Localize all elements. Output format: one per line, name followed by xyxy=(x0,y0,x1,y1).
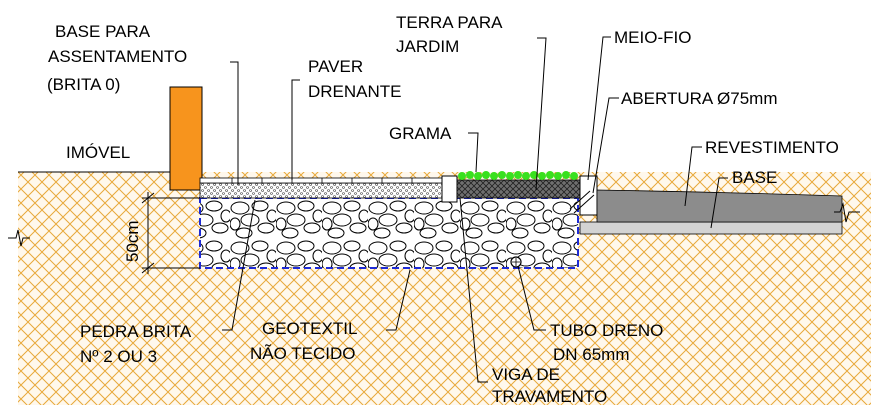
label-pedra-brita-1: PEDRA BRITA xyxy=(80,322,192,341)
left-break-line xyxy=(8,229,30,247)
label-meio-fio: MEIO-FIO xyxy=(614,28,691,47)
label-base-assentamento-1: BASE PARA xyxy=(55,22,151,41)
label-pedra-brita-2: Nº 2 OU 3 xyxy=(80,347,157,366)
right-break-line xyxy=(834,202,860,223)
bedding-gravel xyxy=(199,182,443,199)
garden-soil xyxy=(456,179,581,199)
paver-joints xyxy=(231,178,413,183)
label-viga-2: TRAVAMENTO xyxy=(492,387,607,405)
label-terra-1: TERRA PARA xyxy=(396,13,503,32)
grass-layer xyxy=(458,171,578,180)
dimension-label: 50cm xyxy=(123,220,142,262)
label-terra-2: JARDIM xyxy=(396,37,459,56)
label-revestimento: REVESTIMENTO xyxy=(705,138,839,157)
label-geotextil-2: NÃO TECIDO xyxy=(250,344,355,363)
label-tubo-dreno-1: TUBO DRENO xyxy=(550,321,663,340)
leader-lines xyxy=(222,36,728,383)
restraint-beam xyxy=(441,175,458,203)
label-abertura: ABERTURA Ø75mm xyxy=(621,89,778,108)
label-paver-2: DRENANTE xyxy=(308,82,402,101)
label-imovel: IMÓVEL xyxy=(66,143,130,162)
label-base-assentamento-2: ASSENTAMENTO xyxy=(48,47,187,66)
label-grama: GRAMA xyxy=(389,124,452,143)
label-tubo-dreno-2: DN 65mm xyxy=(553,345,630,364)
label-viga-1: VIGA DE xyxy=(492,365,560,384)
crushed-stone-layer xyxy=(200,198,578,268)
label-base: BASE xyxy=(732,168,777,187)
building-wall xyxy=(169,86,203,191)
paver-surface xyxy=(199,177,443,184)
label-paver-1: PAVER xyxy=(308,57,363,76)
dimension-50cm xyxy=(141,192,200,274)
road-pavement-layer xyxy=(596,189,843,223)
label-base-assentamento-3: (BRITA 0) xyxy=(47,75,120,94)
curb-opening-pipe xyxy=(569,190,595,214)
label-geotextil-1: GEOTEXTIL xyxy=(262,319,357,338)
